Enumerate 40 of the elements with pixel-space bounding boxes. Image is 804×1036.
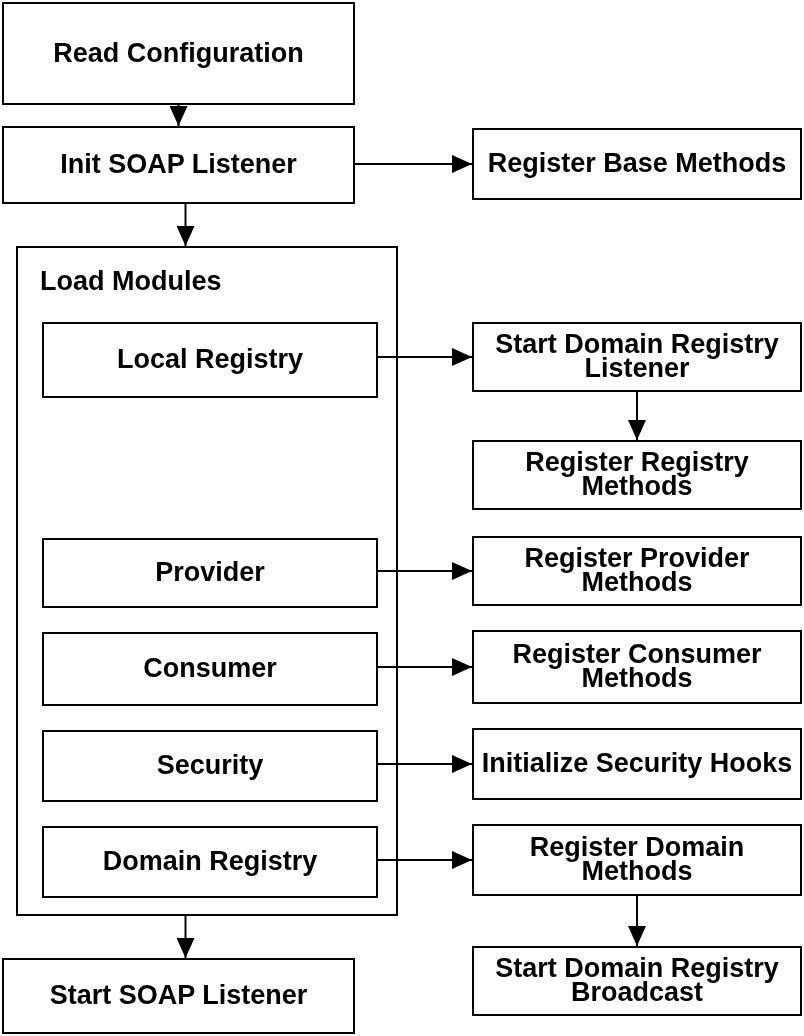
box-label: Local Registry	[115, 348, 305, 372]
box-label: Start Domain Registry Listener	[494, 333, 780, 381]
arrow	[176, 915, 195, 959]
box-label: Domain Registry	[101, 850, 319, 874]
box-label: Read Configuration	[52, 41, 305, 66]
process-box	[2, 958, 355, 1034]
process-box	[2, 126, 355, 204]
process-box	[42, 826, 378, 898]
box-label: Init SOAP Listener	[59, 153, 298, 177]
process-box	[42, 730, 378, 802]
box-label: Consumer	[142, 657, 278, 681]
box-label: Start Domain Registry Broadcast	[494, 957, 780, 1005]
process-box	[472, 536, 802, 606]
box-label: Provider	[154, 561, 266, 585]
process-box	[472, 440, 802, 510]
process-box	[42, 632, 378, 706]
box-label: Register Domain Methods	[528, 836, 746, 884]
process-box	[472, 728, 802, 800]
arrow	[169, 104, 188, 127]
box-label: Initialize Security Hooks	[480, 752, 794, 776]
process-box	[472, 128, 802, 200]
process-box	[472, 630, 802, 704]
box-label: Register Provider Methods	[523, 547, 751, 595]
group-container	[16, 246, 398, 916]
group-heading: Load Modules	[40, 268, 222, 295]
process-box	[472, 824, 802, 896]
arrow	[354, 155, 473, 173]
process-box	[472, 322, 802, 392]
box-label: Register Registry Methods	[524, 451, 750, 499]
arrow	[628, 391, 646, 441]
process-box	[42, 538, 378, 608]
process-box	[42, 322, 378, 398]
box-label: Security	[155, 754, 265, 778]
box-label: Start SOAP Listener	[48, 984, 309, 1008]
process-box	[472, 946, 802, 1016]
arrow	[176, 203, 195, 247]
box-label: Register Base Methods	[486, 152, 788, 176]
box-label: Register Consumer Methods	[511, 643, 763, 691]
process-box	[2, 2, 355, 105]
arrow	[628, 895, 646, 947]
